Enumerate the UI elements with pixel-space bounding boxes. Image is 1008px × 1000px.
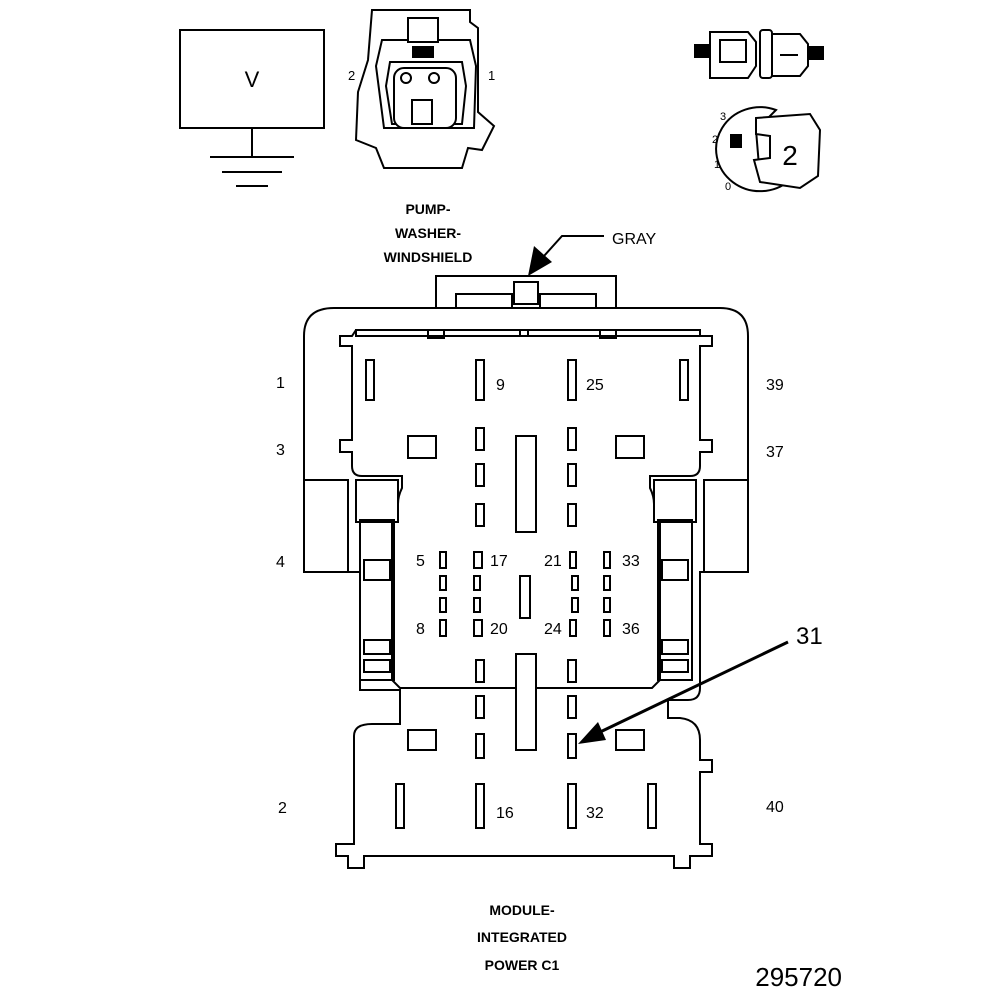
pin-label: 20 <box>490 621 508 638</box>
pump-title-line: WINDSHIELD <box>384 249 473 265</box>
pin-label: 4 <box>276 554 285 571</box>
callout-pin-label: 31 <box>796 623 823 650</box>
pin-label: 33 <box>622 553 640 570</box>
pin-label: 8 <box>416 621 425 638</box>
dial-position-label: 2 <box>712 134 718 146</box>
pin-callout-arrow: 31 <box>578 623 823 744</box>
pin-31-cavity <box>567 733 577 759</box>
dial-position-label: 3 <box>720 111 726 123</box>
pin-label: 25 <box>586 377 604 394</box>
pin-label: 2 <box>278 800 287 817</box>
color-callout-label: GRAY <box>612 231 656 248</box>
pin-label: 21 <box>544 553 562 570</box>
pin-label: 9 <box>496 377 505 394</box>
pin-label: 24 <box>544 621 562 638</box>
pin-label: 5 <box>416 553 425 570</box>
pump-pin-label: 1 <box>488 68 495 83</box>
dial-position-label: 1 <box>714 159 720 171</box>
dial-position-label: 0 <box>725 181 731 193</box>
pump-connector-drawing: 2 1 <box>348 9 496 169</box>
figure-number: 295720 <box>755 962 842 992</box>
pin-label: 32 <box>586 805 604 822</box>
pump-title-line: PUMP- <box>405 201 450 217</box>
pin-label: 16 <box>496 805 514 822</box>
pump-connector-title: PUMP- WASHER- WINDSHIELD <box>384 201 473 265</box>
module-title-line: INTEGRATED <box>477 929 567 945</box>
pin-label: 39 <box>766 377 784 394</box>
color-callout: GRAY <box>528 231 656 276</box>
connector-side-icon <box>694 29 824 79</box>
dial-selected-value: 2 <box>782 140 798 171</box>
pin-label: 37 <box>766 444 784 461</box>
module-connector-title: MODULE- INTEGRATED POWER C1 <box>477 902 567 973</box>
pump-title-line: WASHER- <box>395 225 461 241</box>
voltmeter-label: V <box>245 67 260 92</box>
pin-label: 3 <box>276 442 285 459</box>
pump-pin-label: 2 <box>348 68 355 83</box>
module-title-line: POWER C1 <box>485 957 560 973</box>
ground-icon <box>210 128 294 187</box>
module-title-line: MODULE- <box>489 902 555 918</box>
pin-label: 36 <box>622 621 640 638</box>
voltmeter-symbol: V <box>179 29 325 187</box>
selector-dial: 3 2 1 0 2 <box>712 106 822 193</box>
pin-label: 40 <box>766 799 784 816</box>
module-connector-face <box>303 275 749 869</box>
pin-labels: 1 3 4 2 39 37 40 9 25 5 17 21 33 8 20 24… <box>276 375 784 822</box>
pin-label: 1 <box>276 375 285 392</box>
pin-label: 17 <box>490 553 508 570</box>
voltmeter-box <box>179 29 325 129</box>
